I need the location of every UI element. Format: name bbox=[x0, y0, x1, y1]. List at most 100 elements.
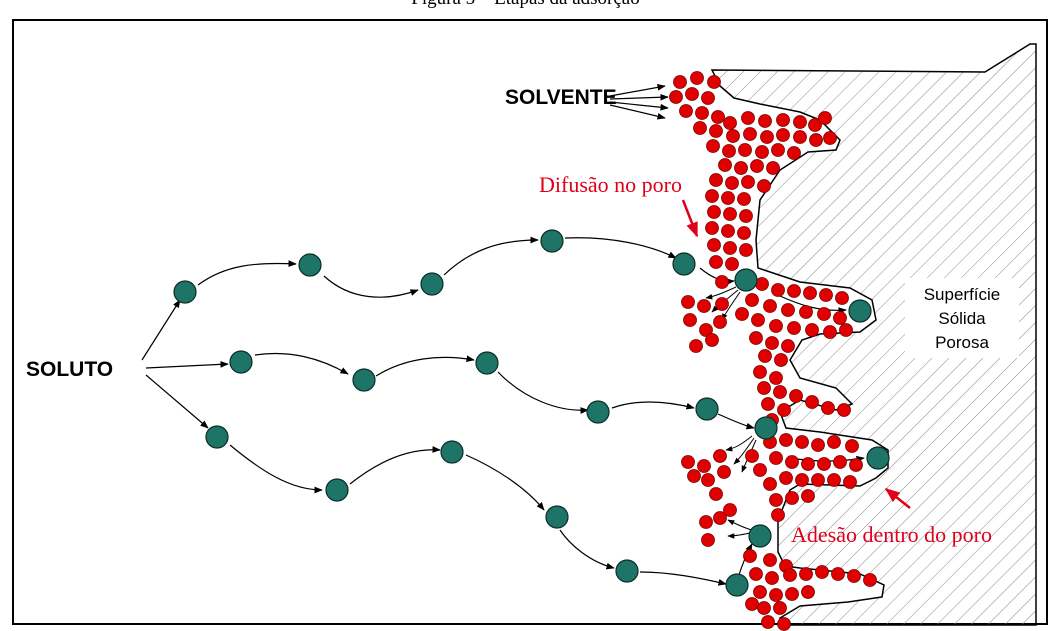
solvent-particle bbox=[833, 311, 847, 325]
solvent-particle bbox=[735, 307, 749, 321]
solvent-particle bbox=[821, 401, 835, 415]
solvent-particle bbox=[837, 403, 851, 417]
solvent-particle bbox=[687, 469, 701, 483]
solute-particles bbox=[173, 229, 890, 597]
solvent-particle bbox=[705, 333, 719, 347]
solvent-particle bbox=[849, 458, 863, 472]
solvent-particle bbox=[713, 315, 727, 329]
solvent-particle bbox=[787, 284, 801, 298]
solvent-particle bbox=[845, 439, 859, 453]
solvent-particle bbox=[681, 295, 695, 309]
solvent-particle bbox=[863, 573, 877, 587]
solute-particle bbox=[352, 368, 376, 392]
solvent-particle bbox=[793, 130, 807, 144]
solvent-particle bbox=[705, 221, 719, 235]
solute-particle bbox=[298, 253, 322, 277]
solute-particle bbox=[205, 425, 229, 449]
solvent-particle bbox=[769, 371, 783, 385]
solvent-particle bbox=[721, 224, 735, 238]
solvent-particle bbox=[701, 533, 715, 547]
solvent-particle bbox=[723, 241, 737, 255]
solvent-particle bbox=[743, 127, 757, 141]
solvent-particle bbox=[739, 243, 753, 257]
solvent-particle bbox=[718, 158, 732, 172]
solute-particle bbox=[734, 268, 758, 292]
solvent-particle bbox=[755, 145, 769, 159]
solvent-particle bbox=[697, 299, 711, 313]
solvent-particle bbox=[771, 508, 785, 522]
solvent-particle bbox=[741, 175, 755, 189]
solvent-particle bbox=[805, 395, 819, 409]
solute-particle bbox=[848, 299, 872, 323]
solvent-particle bbox=[758, 114, 772, 128]
solvent-particle bbox=[753, 585, 767, 599]
solvent-particle bbox=[749, 331, 763, 345]
solvent-particle bbox=[707, 205, 721, 219]
solvent-particle bbox=[738, 143, 752, 157]
solvent-particle bbox=[781, 303, 795, 317]
solvent-particle bbox=[757, 179, 771, 193]
solvent-particle bbox=[726, 129, 740, 143]
solute-particle bbox=[725, 573, 749, 597]
solvent-particle bbox=[705, 189, 719, 203]
solvent-particle bbox=[831, 567, 845, 581]
solvent-particle bbox=[745, 293, 759, 307]
solvent-particle bbox=[685, 87, 699, 101]
solvent-particle bbox=[773, 601, 787, 615]
solvent-particle bbox=[779, 471, 793, 485]
figure-frame bbox=[12, 19, 1048, 625]
solvent-particle bbox=[701, 91, 715, 105]
solute-particle bbox=[586, 400, 610, 424]
solvent-particle bbox=[737, 226, 751, 240]
solvent-particle bbox=[773, 385, 787, 399]
solvent-particle bbox=[761, 397, 775, 411]
solvent-particle bbox=[761, 615, 775, 629]
solute-particle bbox=[615, 559, 639, 583]
solvent-particle bbox=[785, 491, 799, 505]
solute-particle bbox=[866, 446, 890, 470]
solvent-particle bbox=[805, 323, 819, 337]
solvent-particle bbox=[787, 146, 801, 160]
solvent-particle bbox=[758, 349, 772, 363]
solvent-particle bbox=[693, 121, 707, 135]
solvent-particle bbox=[689, 339, 703, 353]
solvent-particle bbox=[795, 473, 809, 487]
solvent-particle bbox=[823, 131, 837, 145]
solvent-particle bbox=[753, 365, 767, 379]
solvent-particle bbox=[699, 515, 713, 529]
solvent-particle bbox=[707, 238, 721, 252]
solute-pathways bbox=[197, 236, 865, 586]
solvent-particle bbox=[817, 457, 831, 471]
solute-arrows bbox=[141, 299, 229, 429]
solvent-particle bbox=[765, 336, 779, 350]
solvent-particle bbox=[769, 451, 783, 465]
solvent-particle bbox=[776, 113, 790, 127]
solute-particle bbox=[695, 397, 719, 421]
solvent-particle bbox=[811, 473, 825, 487]
solvent-particle bbox=[709, 487, 723, 501]
surface-label-line1: Superfície bbox=[924, 285, 1001, 304]
surface-label-line3: Porosa bbox=[935, 333, 989, 352]
solute-particle bbox=[754, 416, 778, 440]
solvent-particle bbox=[803, 286, 817, 300]
solvent-particle bbox=[779, 433, 793, 447]
solute-label: SOLUTO bbox=[26, 358, 113, 381]
solute-particle bbox=[420, 272, 444, 296]
solvent-particle bbox=[713, 511, 727, 525]
solvent-particle bbox=[763, 477, 777, 491]
solvent-label: SOLVENTE bbox=[505, 86, 617, 109]
solvent-particle bbox=[801, 489, 815, 503]
solute-particle bbox=[545, 505, 569, 529]
solvent-particle bbox=[835, 291, 849, 305]
solvent-particle bbox=[699, 323, 713, 337]
solvent-particle bbox=[734, 161, 748, 175]
solvent-particle bbox=[711, 110, 725, 124]
solvent-particle bbox=[766, 161, 780, 175]
solvent-particle bbox=[818, 111, 832, 125]
solvent-particle bbox=[827, 435, 841, 449]
solvent-particle bbox=[763, 553, 777, 567]
solvent-particle bbox=[799, 305, 813, 319]
solvent-particle bbox=[785, 455, 799, 469]
solvent-particle bbox=[839, 323, 853, 337]
solvent-particle bbox=[801, 457, 815, 471]
